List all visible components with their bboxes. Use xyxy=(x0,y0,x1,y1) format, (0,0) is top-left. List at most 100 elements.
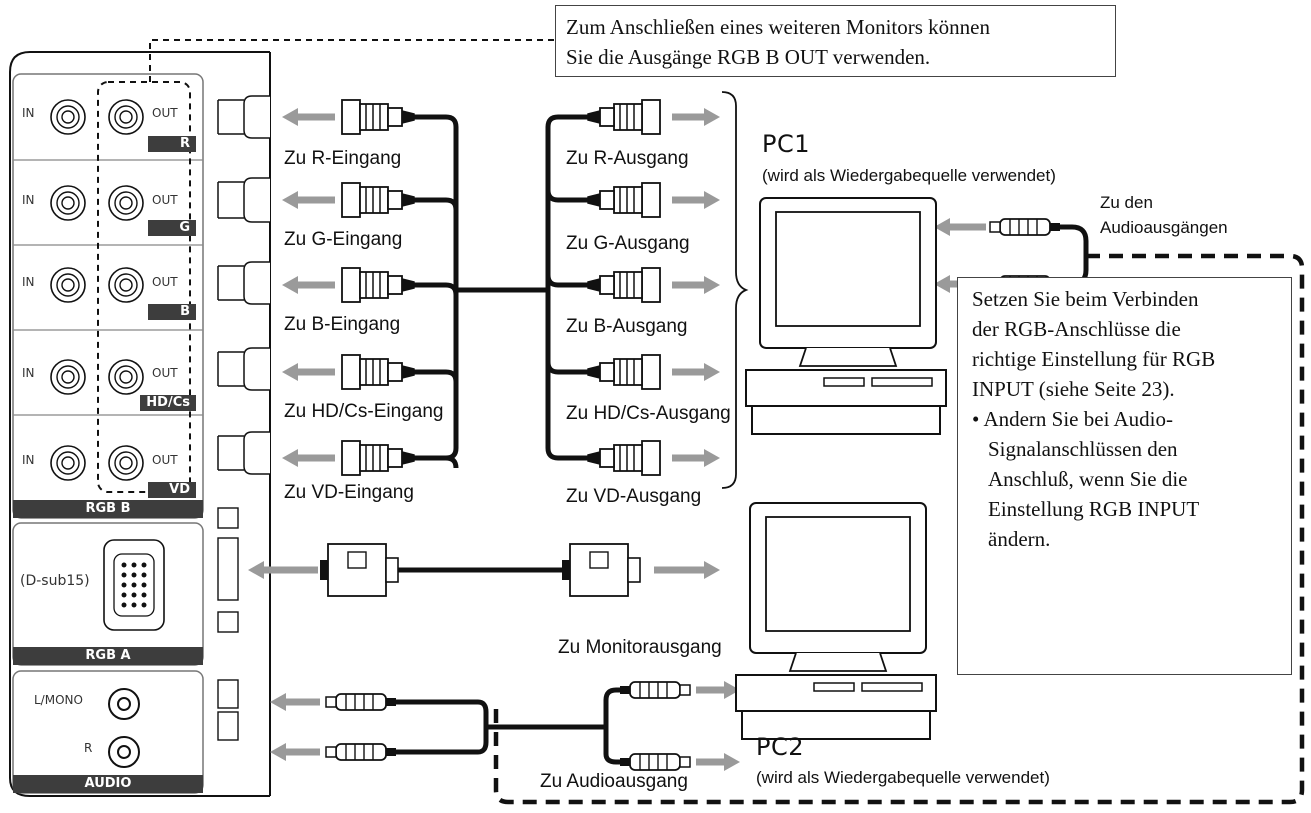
bnc-plug-body xyxy=(359,358,389,386)
arrow-head xyxy=(704,191,720,209)
bnc-terminal xyxy=(243,261,270,305)
vga-label xyxy=(347,551,367,569)
bnc-plug-head xyxy=(341,440,361,476)
bnc-terminal xyxy=(243,347,270,391)
pc2-caption: (wird als Wiedergabequelle verwendet) xyxy=(756,768,1050,787)
bnc-plug-body xyxy=(613,103,643,131)
arrow-head xyxy=(282,363,298,381)
side-note-line-4: INPUT (siehe Seite 23). xyxy=(972,377,1175,401)
vga-plug-monitor xyxy=(320,543,399,597)
pc-drive xyxy=(861,682,923,692)
audio-outs-label-line1: Zu den xyxy=(1100,193,1153,212)
input-label-g: Zu G-Eingang xyxy=(284,229,403,250)
in-label-vd: IN xyxy=(22,453,35,467)
pc-drive xyxy=(813,682,855,692)
arrow-head xyxy=(724,753,740,771)
bnc-plug-body xyxy=(359,186,389,214)
bnc-plug-input xyxy=(341,354,415,390)
bnc-plug-neck xyxy=(387,107,403,127)
dsub-pin xyxy=(131,582,137,588)
bnc-plug-head xyxy=(341,354,361,390)
bnc-boot xyxy=(587,193,601,207)
rca-tip xyxy=(679,684,691,696)
in-label-g: IN xyxy=(22,193,35,207)
rgb-a-section xyxy=(12,522,204,666)
bnc-out-connector xyxy=(108,267,144,303)
audio-title-bar: AUDIO xyxy=(13,775,203,793)
dsub-pin xyxy=(141,562,147,568)
rca-body xyxy=(629,681,681,699)
pc-case xyxy=(745,369,947,407)
arrow-head xyxy=(248,561,264,579)
monitor-out-label: Zu Monitorausgang xyxy=(558,637,722,658)
bnc-in-connector xyxy=(50,99,86,135)
dsub-pin xyxy=(141,602,147,608)
panel-outer-outline xyxy=(9,51,270,797)
in-label-b: IN xyxy=(22,275,35,289)
bnc-terminal xyxy=(243,95,270,139)
top-note-line1: Zum Anschließen eines weiteren Monitors … xyxy=(566,15,990,39)
output-cable xyxy=(545,114,588,128)
dsub-pin xyxy=(131,572,137,578)
output-cable xyxy=(545,361,588,375)
bnc-plug-output xyxy=(587,182,661,218)
arrow-from-output xyxy=(672,276,720,294)
rca-boot xyxy=(386,698,396,706)
bnc-pin xyxy=(119,196,133,210)
monitor-screen xyxy=(775,211,921,327)
bnc-boot xyxy=(401,110,415,124)
arrow-from-audio-output xyxy=(696,681,740,699)
rca-boot xyxy=(620,758,630,766)
rca-body xyxy=(999,218,1051,236)
dsub-pin xyxy=(131,592,137,598)
arrow-head xyxy=(934,218,950,236)
output-label-g: Zu G-Ausgang xyxy=(566,233,690,254)
vga-screw xyxy=(385,557,399,583)
out-label-r: OUT xyxy=(152,106,178,120)
arrow-head xyxy=(934,275,950,293)
rgb-b-title-bar: RGB B xyxy=(13,500,203,518)
output-label-b: Zu B-Ausgang xyxy=(566,316,688,337)
side-note-line-5: • Andern Sie bei Audio- xyxy=(972,407,1173,431)
monitor-stand xyxy=(788,652,888,672)
arrow-to-pc1-audio xyxy=(934,218,986,236)
edge-port xyxy=(217,611,239,633)
arrow-head xyxy=(282,191,298,209)
input-cable xyxy=(414,369,459,383)
vga-pins xyxy=(562,560,570,580)
out-label-b: OUT xyxy=(152,275,178,289)
monitor-screen xyxy=(765,516,911,632)
out-group-callout-line xyxy=(149,39,555,82)
pc2-title: PC2 xyxy=(756,733,804,761)
side-note-line-9: ändern. xyxy=(988,527,1051,551)
arrow-from-output xyxy=(672,191,720,209)
dsub-pin xyxy=(141,582,147,588)
vga-plug-pc xyxy=(562,543,641,597)
arrow-to-input xyxy=(282,276,335,294)
pc-drive xyxy=(871,377,933,387)
arrow-head xyxy=(704,561,720,579)
pc1-title: PC1 xyxy=(762,130,810,158)
audio-input-cable xyxy=(396,741,489,755)
rca-body xyxy=(335,743,387,761)
output-label-vd: Zu VD-Ausgang xyxy=(566,486,702,507)
audio-jack xyxy=(108,736,140,768)
bnc-boot xyxy=(587,110,601,124)
bnc-plug-body xyxy=(613,271,643,299)
bnc-pin xyxy=(61,456,75,470)
bnc-plug-input xyxy=(341,99,415,135)
bnc-boot xyxy=(401,365,415,379)
bnc-plug-body xyxy=(613,186,643,214)
vga-screw xyxy=(627,557,641,583)
bnc-boot xyxy=(401,278,415,292)
arrow-head xyxy=(704,276,720,294)
bnc-plug-neck xyxy=(599,362,615,382)
rgb-b-section xyxy=(12,73,204,519)
pc-keyboard xyxy=(751,405,941,435)
bnc-boot xyxy=(401,193,415,207)
side-note-line-8: Einstellung RGB INPUT xyxy=(988,497,1200,521)
bnc-plug-head xyxy=(641,267,661,303)
bnc-plug-neck xyxy=(387,190,403,210)
channel-tag-g: G xyxy=(148,220,196,236)
bnc-pin xyxy=(119,110,133,124)
